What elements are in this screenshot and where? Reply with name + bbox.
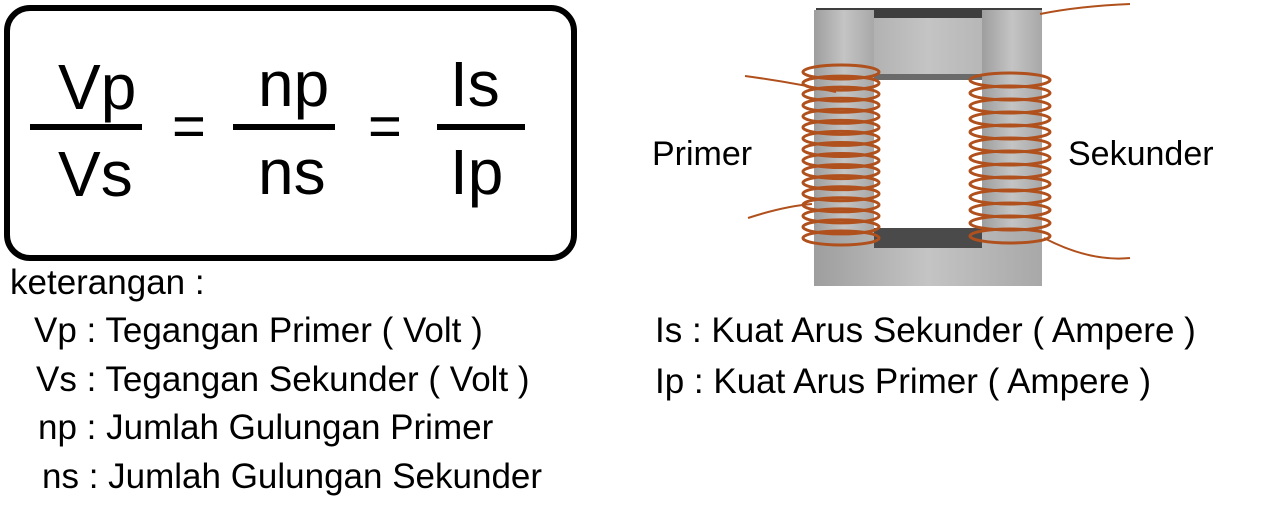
legend-item-ns: ns : Jumlah Gulungan Sekunder (42, 457, 543, 496)
denominator-vs: Vs (58, 138, 133, 210)
fraction-bar-3 (437, 124, 525, 130)
coil-turn (801, 85, 881, 103)
coil-turn (801, 118, 881, 136)
equals-sign-2: = (368, 94, 402, 159)
numerator-np: np (258, 48, 330, 120)
coil-turn (801, 196, 881, 214)
fraction-bar-2 (233, 124, 335, 130)
coil-turn (801, 163, 881, 181)
coil-turn (801, 74, 881, 92)
coil-turn (801, 129, 881, 147)
numerator-vp: Vp (58, 51, 137, 123)
fraction-bar-1 (30, 124, 142, 130)
coil-turn (801, 107, 881, 125)
equals-sign-1: = (172, 94, 206, 159)
coil-turn (801, 63, 881, 81)
coil-turn (801, 96, 881, 114)
secondary-coil (968, 71, 1052, 245)
legend-heading: keterangan : (10, 263, 205, 302)
transformer-diagram (744, 3, 1131, 286)
primary-coil (801, 63, 881, 247)
legend-item-ip: Ip : Kuat Arus Primer ( Ampere ) (655, 362, 1151, 401)
coil-turn (801, 174, 881, 192)
coil-turn (801, 185, 881, 203)
coil-turn (801, 218, 881, 236)
coil-turn (968, 227, 1052, 245)
coil-turn (801, 229, 881, 247)
legend-item-vs: Vs : Tegangan Sekunder ( Volt ) (36, 360, 530, 399)
denominator-ip: Ip (450, 136, 504, 208)
legend-item-is: Is : Kuat Arus Sekunder ( Ampere ) (655, 311, 1196, 350)
formula-box (4, 5, 577, 261)
numerator-is: Is (450, 48, 500, 120)
coil-turn (801, 207, 881, 225)
coil-turn (801, 152, 881, 170)
coil-turn (801, 140, 881, 158)
primary-coil-label: Primer (652, 135, 753, 173)
transformer-core (814, 8, 1042, 286)
legend-item-np: np : Jumlah Gulungan Primer (38, 408, 494, 447)
secondary-coil-label: Sekunder (1068, 135, 1214, 173)
legend-item-vp: Vp : Tegangan Primer ( Volt ) (34, 311, 483, 350)
denominator-ns: ns (258, 136, 326, 208)
